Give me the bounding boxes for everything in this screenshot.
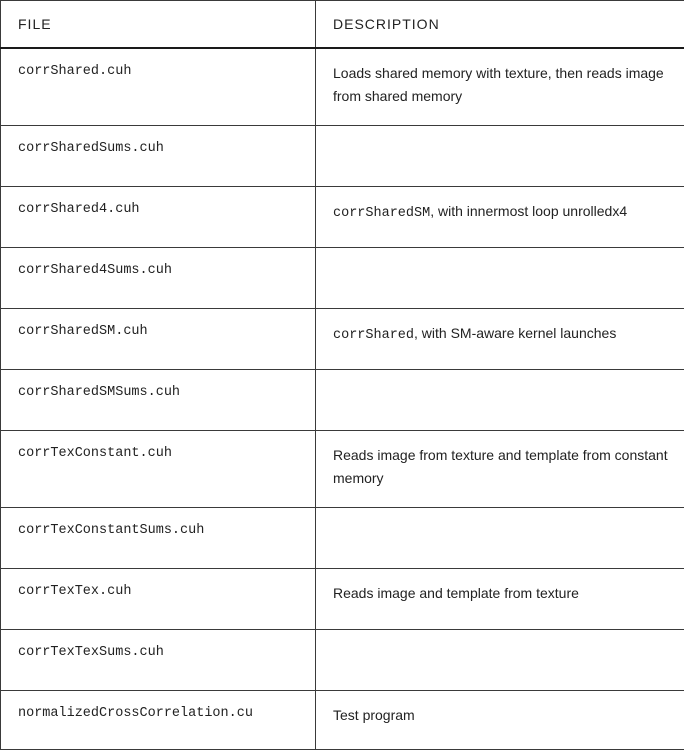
table-row: corrSharedSums.cuh xyxy=(1,126,684,187)
description-cell xyxy=(316,126,684,187)
table-row: corrSharedSMSums.cuh xyxy=(1,370,684,431)
file-name-cell: corrSharedSM.cuh xyxy=(1,309,316,370)
file-name-cell: corrShared4.cuh xyxy=(1,187,316,248)
description-cell xyxy=(316,248,684,309)
description-code: corrSharedSM xyxy=(333,206,430,221)
file-name-cell: corrSharedSums.cuh xyxy=(1,126,316,187)
table-row: corrTexConstant.cuh Reads image from tex… xyxy=(1,431,684,508)
file-name-cell: corrTexTex.cuh xyxy=(1,569,316,630)
table-row: corrTexTex.cuh Reads image and template … xyxy=(1,569,684,630)
file-column-header: FILE xyxy=(1,1,316,49)
file-name-cell: corrShared.cuh xyxy=(1,48,316,126)
description-cell: Reads image and template from texture xyxy=(316,569,684,630)
table-row: corrTexConstantSums.cuh xyxy=(1,508,684,569)
table-row: corrSharedSM.cuh corrShared, with SM-awa… xyxy=(1,309,684,370)
description-cell: Reads image from texture and template fr… xyxy=(316,431,684,508)
description-cell: corrShared, with SM-aware kernel launche… xyxy=(316,309,684,370)
file-name-cell: corrTexConstantSums.cuh xyxy=(1,508,316,569)
file-name-cell: corrSharedSMSums.cuh xyxy=(1,370,316,431)
table-row: normalizedCrossCorrelation.cu Test progr… xyxy=(1,691,684,750)
file-name-cell: corrTexConstant.cuh xyxy=(1,431,316,508)
file-name-cell: normalizedCrossCorrelation.cu xyxy=(1,691,316,750)
description-cell: Loads shared memory with texture, then r… xyxy=(316,48,684,126)
description-text: , with innermost loop unrolledx4 xyxy=(430,203,627,219)
file-name-cell: corrShared4Sums.cuh xyxy=(1,248,316,309)
description-text: Reads image and template from texture xyxy=(333,585,579,601)
description-cell: corrSharedSM, with innermost loop unroll… xyxy=(316,187,684,248)
description-text: Test program xyxy=(333,707,415,723)
table-row: corrShared4.cuh corrSharedSM, with inner… xyxy=(1,187,684,248)
table-row: corrShared4Sums.cuh xyxy=(1,248,684,309)
description-text: , with SM-aware kernel launches xyxy=(414,325,616,341)
description-text: Loads shared memory with texture, then r… xyxy=(333,65,664,104)
description-text: Reads image from texture and template fr… xyxy=(333,447,668,486)
header-row: FILE DESCRIPTION xyxy=(1,1,684,49)
description-cell xyxy=(316,630,684,691)
description-column-header: DESCRIPTION xyxy=(316,1,684,49)
description-cell xyxy=(316,370,684,431)
table-row: corrShared.cuh Loads shared memory with … xyxy=(1,48,684,126)
description-cell xyxy=(316,508,684,569)
file-name-cell: corrTexTexSums.cuh xyxy=(1,630,316,691)
table-row: corrTexTexSums.cuh xyxy=(1,630,684,691)
description-cell: Test program xyxy=(316,691,684,750)
description-code: corrShared xyxy=(333,328,414,343)
